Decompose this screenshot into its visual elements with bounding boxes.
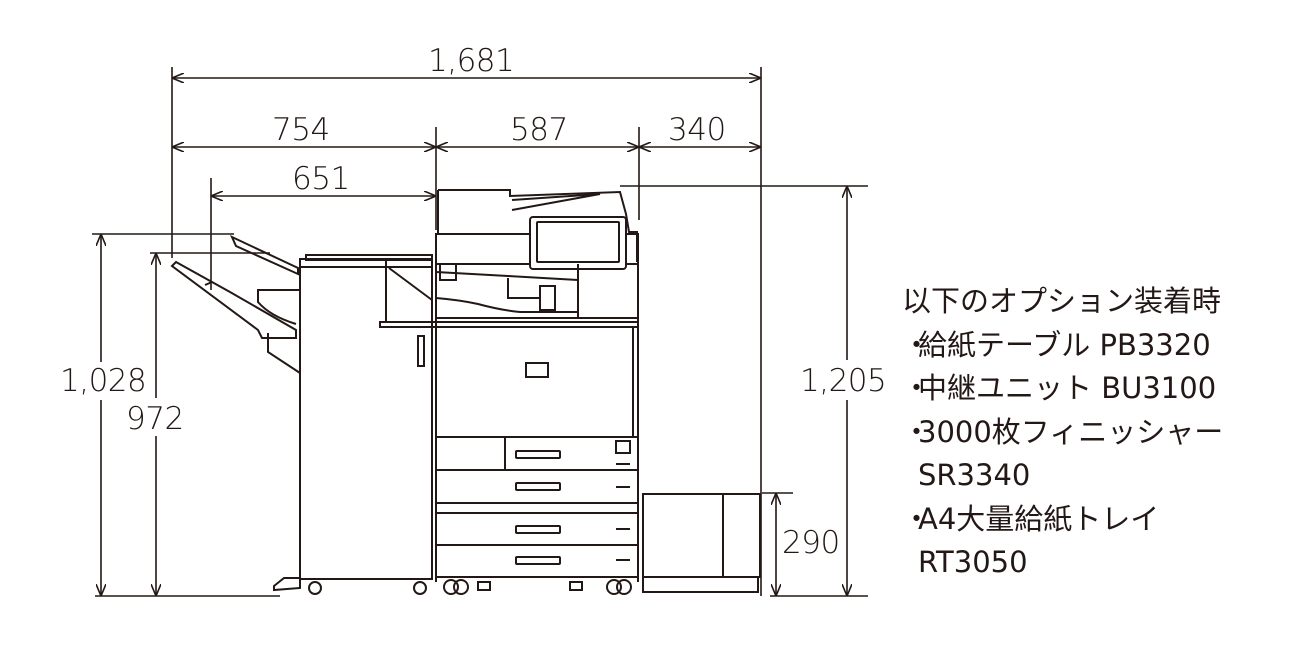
dim-main-unit-width: 587 — [510, 112, 568, 148]
option-item-text: 給紙テーブル PB3320 — [918, 327, 1211, 362]
dim-lct-height: 290 — [782, 525, 840, 561]
dim-finisher-tray-width: 651 — [292, 161, 350, 197]
dim-finisher-height-top: 1,028 — [60, 363, 147, 399]
dim-finisher-height-lower: 972 — [126, 401, 184, 437]
dim-finisher-width: 754 — [272, 112, 330, 148]
option-item: ・給紙テーブル PB3320 — [902, 324, 1223, 368]
option-item: ・A4大量給紙トレイ — [902, 498, 1223, 542]
option-item-text: 中継ユニット BU3100 — [918, 371, 1217, 405]
finisher-unit-drawing — [170, 234, 639, 595]
bullet-icon: ・ — [902, 371, 932, 405]
dim-overall-width: 1,681 — [428, 43, 515, 79]
bullet-icon: ・ — [902, 327, 932, 362]
height-dimension-lines — [92, 185, 868, 597]
option-item-text: A4大量給紙トレイ — [918, 501, 1160, 536]
main-unit-drawing — [435, 189, 639, 595]
option-item: ・中継ユニット BU3100 — [902, 367, 1223, 411]
bullet-icon: ・ — [902, 501, 932, 536]
bullet-icon: ・ — [902, 414, 932, 449]
dim-overall-height: 1,205 — [800, 363, 887, 399]
option-item: ・3000枚フィニッシャー — [902, 411, 1223, 455]
option-item-text: 3000枚フィニッシャー — [918, 414, 1224, 449]
option-item-model: SR3340 — [918, 458, 1031, 492]
large-capacity-tray-drawing — [642, 493, 761, 593]
options-note: 以下のオプション装着時 ・給紙テーブル PB3320 ・中継ユニット BU310… — [902, 280, 1223, 585]
option-item-model: RT3050 — [918, 545, 1028, 579]
options-note-heading: 以下のオプション装着時 — [902, 284, 1222, 318]
dim-lct-width: 340 — [668, 112, 726, 148]
